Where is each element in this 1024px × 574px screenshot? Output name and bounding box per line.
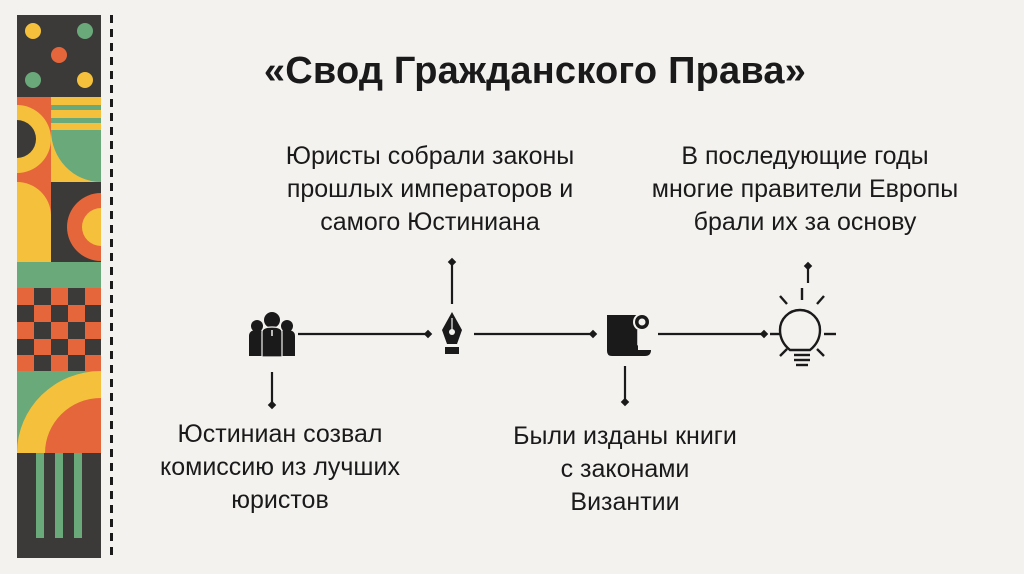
step-2-label: Юристы собрали законы прошлых императоро… [285,142,575,236]
dashed-divider [110,15,113,558]
connector-end-marker [423,329,433,339]
people-group-icon [249,312,295,358]
step-4-label: В последующие годы многие правители Евро… [651,142,959,236]
connector-end-marker [759,329,769,339]
step-3-label: Были изданы книги с законами Византии [513,422,737,516]
fountain-pen-icon [442,312,462,354]
certificate-scroll-icon [607,313,651,356]
pattern-checkerboard [17,288,101,371]
lightbulb-icon [770,288,836,367]
slide-title: «Свод Гражданского Права» [263,50,807,92]
connector-end-marker [588,329,598,339]
step-1-label: Юстиниан созвал комиссию из лучших юрист… [160,420,400,514]
decorative-pattern-strip [17,15,101,558]
